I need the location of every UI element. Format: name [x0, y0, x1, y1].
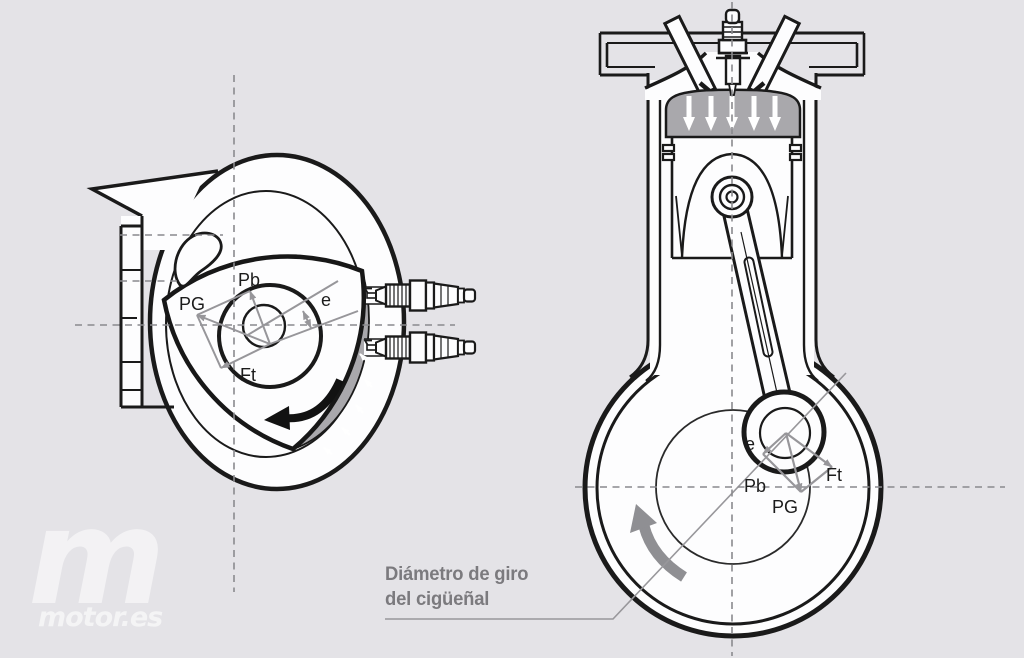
label-ft-rotary: Ft: [240, 365, 256, 385]
housing-flange: [86, 169, 219, 218]
label-ft-piston: Ft: [826, 465, 842, 485]
caption-crank-diameter: Diámetro de giro del cigüeñal: [385, 562, 529, 612]
label-pg-rotary: PG: [179, 294, 205, 314]
cylinder-block: [629, 73, 835, 382]
label-pg-piston: PG: [772, 497, 798, 517]
label-e-rotary: e: [321, 290, 331, 310]
caption-leader-line: [385, 372, 847, 620]
piston-force-vectors: [762, 432, 833, 493]
label-pb-rotary: Pb: [238, 270, 260, 290]
rotation-arrow-icon: [630, 504, 688, 582]
gas-pressure-arrows: [323, 353, 373, 455]
caption-line-1: Diámetro de giro: [385, 564, 529, 585]
crankcase-outer: [582, 337, 884, 639]
duct-passages: [121, 269, 141, 391]
rotary-force-vectors: [196, 280, 359, 369]
caption-line-2: del cigüeñal: [385, 589, 490, 610]
crank-pin: [741, 389, 827, 475]
rotation-arrow-icon: [264, 378, 344, 430]
cylinder-head-dome: [644, 51, 822, 90]
rotary-engine-diagram: [86, 152, 408, 492]
valve-ports: [662, 14, 802, 98]
label-e-piston: e: [745, 434, 755, 454]
label-pb-piston: Pb: [744, 476, 766, 496]
piston-engine-diagram: [582, 8, 884, 639]
spark-plug-icon: [363, 279, 477, 364]
rotor-recess: [173, 231, 223, 288]
intake-duct: [119, 216, 174, 409]
